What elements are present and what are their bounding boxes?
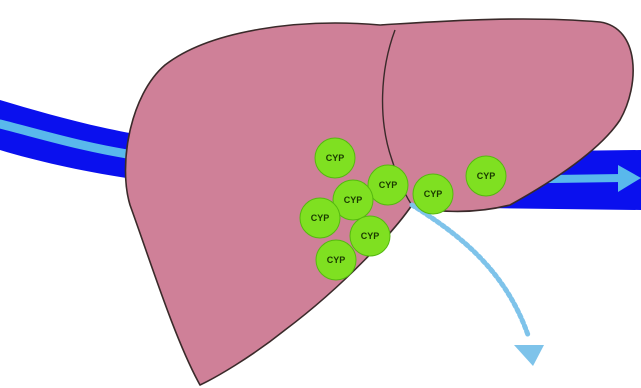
cyp-enzyme: CYP [300, 198, 340, 238]
bile-flow-arrow [412, 205, 544, 366]
cyp-enzyme: CYP [315, 138, 355, 178]
cyp-enzyme-label: CYP [311, 213, 330, 223]
cyp-enzyme-label: CYP [326, 153, 345, 163]
cyp-enzyme: CYP [466, 156, 506, 196]
cyp-enzyme-label: CYP [477, 171, 496, 181]
cyp-enzyme-label: CYP [361, 231, 380, 241]
cyp-enzyme: CYP [316, 240, 356, 280]
cyp-enzyme-label: CYP [327, 255, 346, 265]
cyp-enzyme: CYP [368, 165, 408, 205]
cyp-enzyme-label: CYP [424, 189, 443, 199]
inflow-vessel [0, 100, 140, 180]
bile-flow-path [412, 205, 528, 335]
cyp-enzyme-label: CYP [344, 195, 363, 205]
bile-flow-arrowhead [514, 345, 544, 366]
cyp-enzyme: CYP [350, 216, 390, 256]
cyp-enzyme: CYP [413, 174, 453, 214]
cyp-enzyme-label: CYP [379, 180, 398, 190]
